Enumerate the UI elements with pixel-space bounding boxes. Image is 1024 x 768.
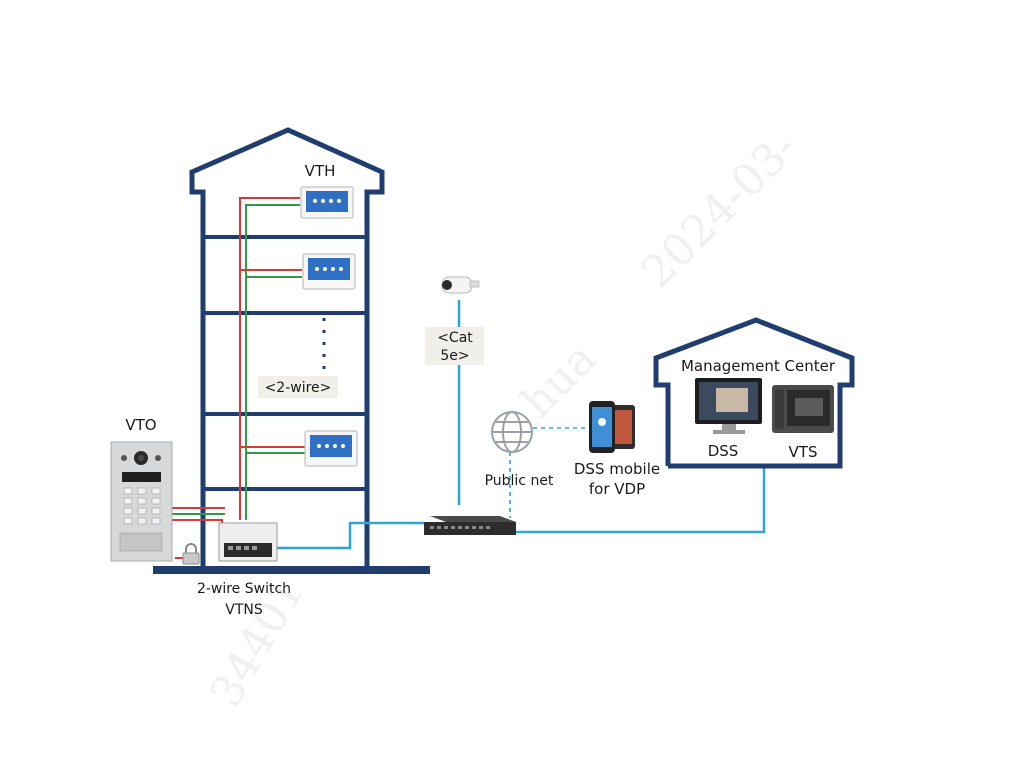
monitor-icon [315,267,319,271]
monitor-icon [341,444,345,448]
vto-keypad [123,487,161,525]
monitor-icon [321,199,325,203]
dss-monitor-stand [722,424,736,430]
dss-label: DSS [708,442,739,460]
switch-front [424,522,516,535]
monitor-icon [313,199,317,203]
public-net-label: Public net [485,473,554,489]
vto-light-icon [155,455,161,461]
vto-display [122,472,161,482]
monitor-screen [308,258,350,280]
poe-network-switch [424,516,516,535]
cat5e-label-background [425,327,484,365]
camera-mount [469,280,480,288]
vtns-port [244,546,249,550]
monitor-icon [333,444,337,448]
monitor-icon [337,199,341,203]
monitor-icon [329,199,333,203]
monitor-icon [323,267,327,271]
link-vtns-to-poe-switch [277,521,425,550]
monitor-icon [331,267,335,271]
bus-wire-green [245,204,300,520]
cat5e-label: <Cat 5e> [425,327,484,365]
bus-wire-red [239,197,300,520]
vto-camera-lens [138,455,144,461]
phone-back-screen [614,410,632,444]
two-wire-label-text: <2-wire> [265,380,332,396]
cat5e-label-line1: <Cat [437,330,473,346]
vtns-port [252,546,257,550]
vto-speaker-icon [121,455,127,461]
phone-front-screen [592,407,612,447]
residential-building [153,127,430,574]
two-wire-label-background [258,376,338,398]
two-wire-label: <2-wire> [258,376,338,398]
vth-monitor [304,430,358,467]
dss-monitor-icon [695,378,762,434]
vth-label: VTH [305,162,336,180]
dss-monitor-base [713,430,745,434]
monitor-icon [325,444,329,448]
dss-monitor-video [716,388,748,412]
link-poe-switch-to-management [515,468,766,534]
vto-label: VTO [125,416,156,434]
vto-card-reader [119,532,163,552]
cat5e-label-line2: 5e> [440,348,469,364]
vth-monitor [302,253,356,290]
management-center-label: Management Center [681,357,836,375]
vtns-port [228,546,233,550]
door-lock-icon [182,543,200,565]
wireless-links [509,427,590,518]
monitor-screen [306,191,348,212]
vts-console-screen-content [795,398,823,416]
vts-console-icon [772,385,834,433]
switch-label-line2: VTNS [225,602,263,618]
vto-door-station [110,441,173,562]
management-center-outline [653,317,855,469]
vts-console-handset [775,389,784,429]
dss-mobile-label-line2: for VDP [589,480,645,498]
phone-app-icon [598,418,606,426]
monitor-screen [310,435,352,457]
dss-mobile-icon [589,401,635,453]
vtns-port [236,546,241,550]
monitor-icon [317,444,321,448]
ip-camera-icon [441,276,480,294]
switch-top [430,516,516,522]
globe-icon [491,411,533,453]
building-outline [189,127,385,566]
vth-monitor [300,186,354,219]
camera-lens [442,280,452,290]
switch-label-line1: 2-wire Switch [197,581,291,597]
vts-label: VTS [789,443,818,461]
bus-wire-red [172,519,223,532]
vtns-switch-device [218,522,278,562]
monitor-icon [339,267,343,271]
watermark-date: 2024-03- [632,122,808,298]
two-wire-bus [172,197,305,559]
switch-ports [430,526,490,529]
management-center-building [653,317,855,469]
dss-mobile-label-line1: DSS mobile [574,460,660,478]
